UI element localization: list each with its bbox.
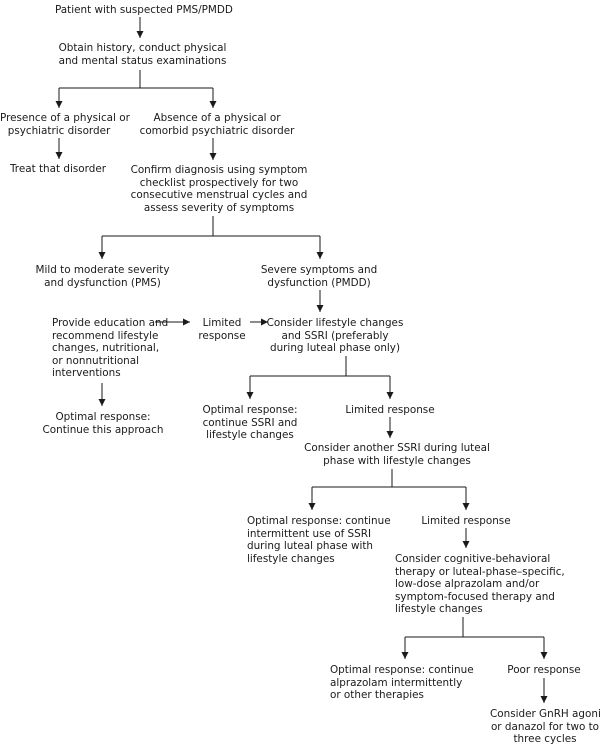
node-poor-response: Poor response	[500, 664, 588, 677]
node-text-line: Consider another SSRI during luteal	[304, 442, 490, 454]
node-text-line: lifestyle changes	[206, 429, 294, 442]
node-text-line: Optimal response:	[202, 404, 298, 416]
node-text-line: phase with lifestyle changes	[323, 454, 471, 467]
node-text-line: Patient with suspected PMS/PMDD	[55, 4, 233, 16]
node-text-line: Consider cognitive-behavioral	[395, 553, 551, 565]
node-text-line: consecutive menstrual cycles and	[130, 189, 308, 202]
node-start: Patient with suspected PMS/PMDD	[55, 4, 233, 17]
node-text-line: and SSRI (preferably	[281, 329, 389, 342]
node-text-line: Confirm diagnosis using symptom	[130, 164, 308, 176]
node-text-line: lifestyle changes	[247, 552, 335, 565]
node-text-line: or nonnutritional	[52, 354, 140, 367]
node-text-line: lifestyle changes	[395, 603, 483, 616]
node-text-line: alprazolam intermittently	[330, 676, 463, 689]
node-text-line: Treat that disorder	[9, 163, 106, 175]
node-text-line: or danazol for two to	[490, 720, 600, 733]
node-text-line: dysfunction (PMDD)	[267, 276, 371, 289]
node-text-line: intermittent use of SSRI	[247, 527, 372, 540]
node-text-line: during luteal phase only)	[269, 342, 400, 355]
node-text-line: Limited response	[421, 515, 511, 527]
node-text-line: and dysfunction (PMS)	[44, 276, 161, 289]
node-text-line: low-dose alprazolam and/or	[395, 578, 540, 591]
node-text-line: Limited response	[345, 404, 435, 416]
node-text-line: Consider GnRH agonist	[490, 708, 601, 720]
node-limited-response-2: Limited response	[335, 404, 445, 417]
node-text-line: Absence of a physical or	[153, 112, 281, 124]
node-text-line: Severe symptoms and	[260, 264, 378, 276]
node-text-line: Provide education and	[52, 317, 169, 329]
node-text-line: changes, nutritional,	[52, 342, 160, 355]
node-text-line: Limited	[202, 317, 242, 329]
node-text-line: therapy or luteal-phase–specific,	[395, 565, 565, 578]
node-text-line: Obtain history, conduct physical	[58, 42, 227, 54]
node-text-line: Continue this approach	[42, 423, 164, 436]
node-text-line: checklist prospectively for two	[139, 176, 299, 189]
node-text-line: Mild to moderate severity	[35, 264, 170, 276]
node-text-line: during luteal phase with	[247, 540, 374, 553]
node-text-line: symptom-focused therapy and	[395, 590, 555, 603]
node-text-line: psychiatric disorder	[7, 124, 111, 137]
node-text-line: and mental status examinations	[58, 54, 227, 67]
node-text-line: Optimal response: continue	[330, 664, 474, 676]
node-text-line: continue SSRI and	[202, 416, 298, 429]
node-text-line: response	[198, 329, 246, 342]
node-treat: Treat that disorder	[3, 163, 113, 176]
node-text-line: three cycles	[513, 733, 577, 746]
node-text-line: interventions	[52, 367, 121, 380]
node-text-line: recommend lifestyle	[52, 329, 159, 342]
node-text-line: comorbid psychiatric disorder	[139, 124, 295, 137]
node-limited-response-3: Limited response	[412, 515, 520, 528]
node-text-line: Poor response	[507, 664, 581, 676]
node-text-line: Optimal response:	[55, 411, 151, 423]
node-text-line: Presence of a physical or	[0, 112, 130, 124]
node-text-line: or other therapies	[330, 689, 424, 702]
node-text-line: Optimal response: continue	[247, 515, 391, 527]
node-optimal-pms: Optimal response:Continue this approach	[38, 411, 168, 436]
node-text-line: Consider lifestyle changes	[266, 317, 404, 329]
node-text-line: assess severity of symptoms	[143, 201, 295, 214]
